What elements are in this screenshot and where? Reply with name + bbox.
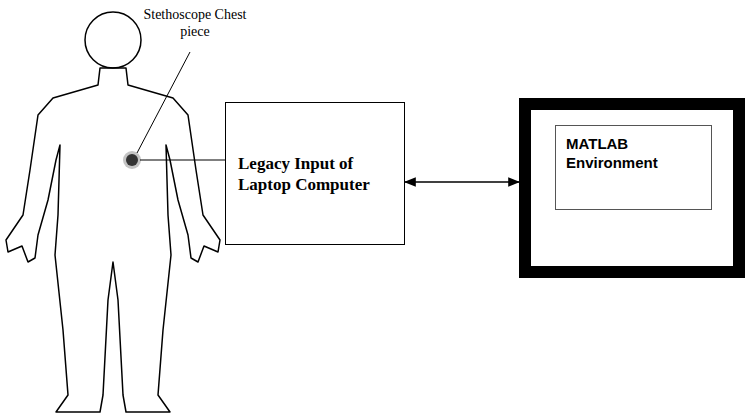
node-text: Legacy Input of Laptop Computer <box>238 153 392 195</box>
stethoscope-cable <box>140 159 225 160</box>
node-text: MATLAB Environment <box>566 134 701 172</box>
laptop-frame: MATLAB Environment <box>519 98 745 278</box>
body-outline <box>6 68 220 412</box>
input-box: Legacy Input of Laptop Computer <box>225 102 405 245</box>
head-outline <box>85 12 141 68</box>
double-arrow <box>405 181 519 183</box>
chest-piece-halo <box>123 151 141 169</box>
callout-label: Stethoscope Chest piece <box>140 6 250 40</box>
leader-line <box>137 52 190 153</box>
matlab-box: MATLAB Environment <box>555 125 712 210</box>
